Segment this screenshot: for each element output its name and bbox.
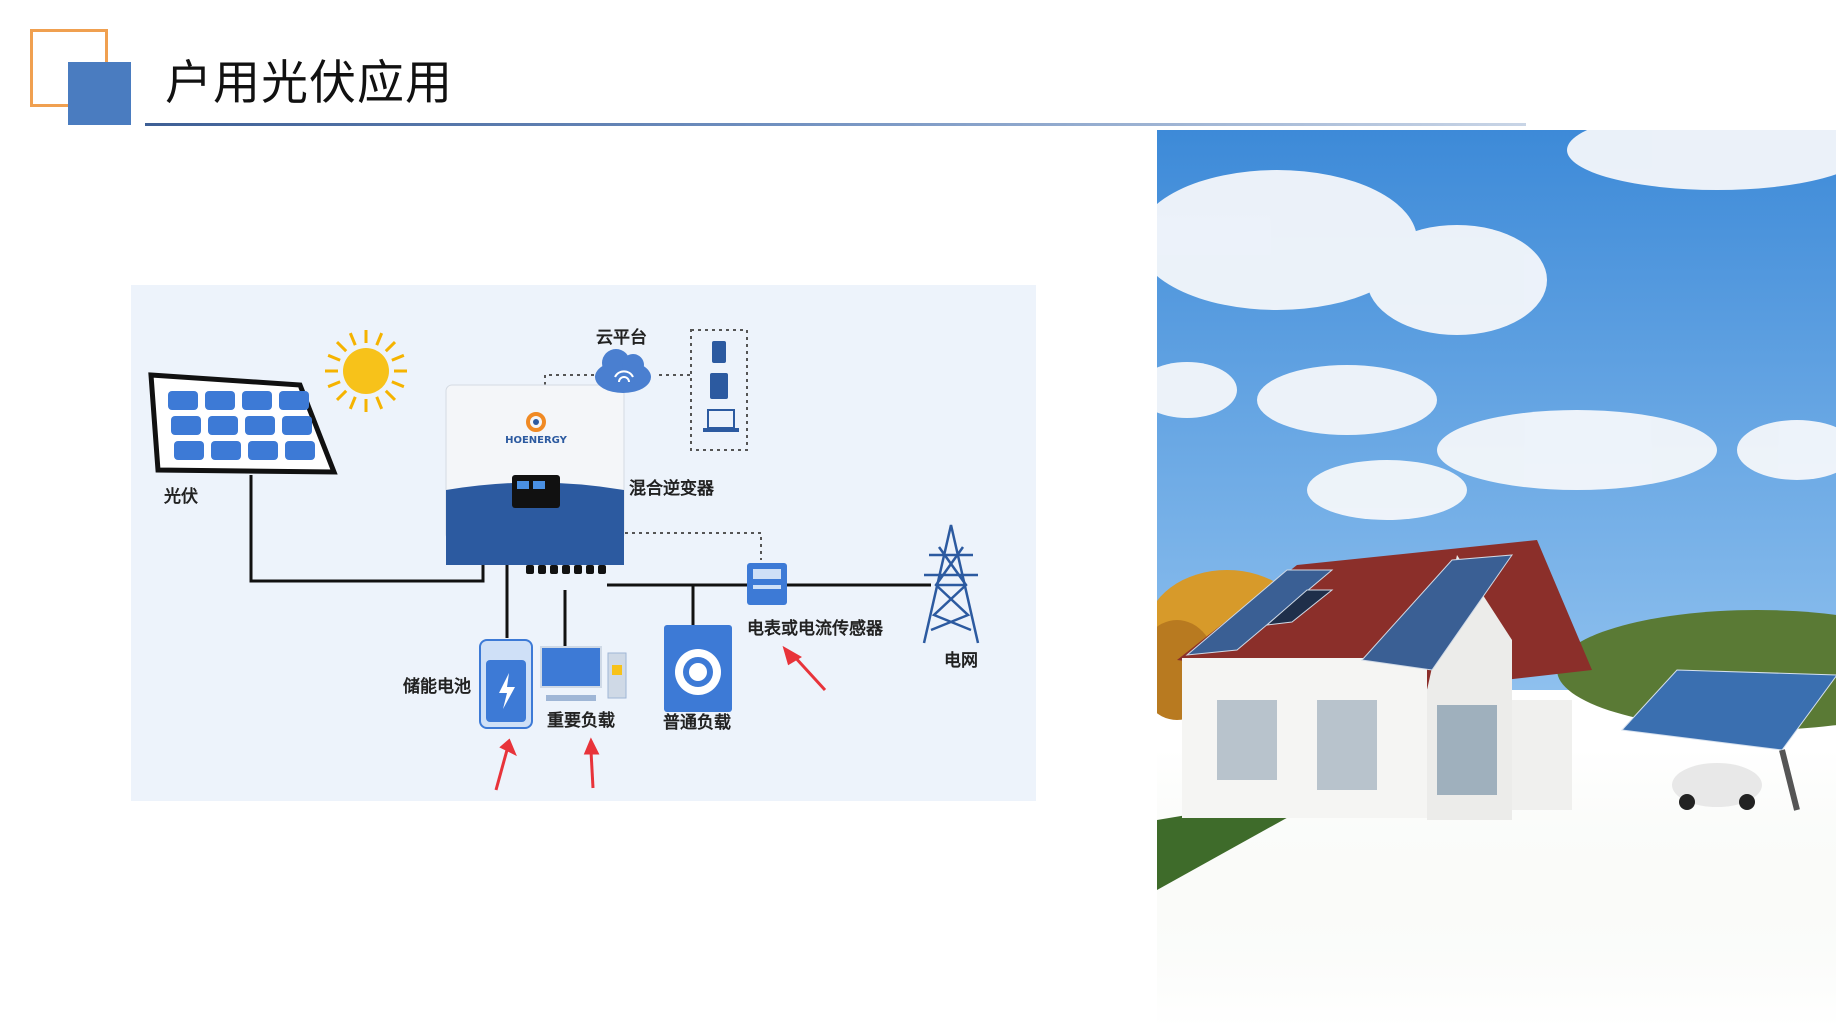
data-links (544, 329, 762, 560)
solar-cell (245, 416, 275, 435)
wiring (249, 475, 931, 650)
inverter-port (550, 565, 558, 574)
carport-solar-panels (1620, 669, 1836, 811)
solar-cell (285, 441, 315, 460)
meter-icon (747, 563, 787, 605)
solar-cell (208, 416, 238, 435)
solar-cell (205, 391, 235, 410)
solar-cell (282, 416, 312, 435)
pylon-icon (922, 524, 980, 644)
sun-ray (375, 332, 384, 346)
sun-ray (384, 389, 397, 402)
solar-cell (242, 391, 272, 410)
inverter-port (538, 565, 546, 574)
sun-ray (391, 380, 405, 389)
inverter-port (562, 565, 570, 574)
title-deco-square (68, 62, 131, 125)
solar-cell (171, 416, 201, 435)
clouds (1157, 130, 1836, 520)
laptop-icon (703, 409, 739, 432)
inverter-port (586, 565, 594, 574)
cloud-label: 云平台 (596, 327, 647, 348)
grid-label: 电网 (944, 650, 978, 671)
sun-ray (348, 396, 357, 410)
solar-cell (174, 441, 204, 460)
pv-label: 光伏 (163, 486, 198, 507)
solar-cell (168, 391, 198, 410)
inverter-icon: HOENERGY (445, 384, 625, 574)
highlight-arrows (494, 645, 827, 791)
phone-icon (712, 341, 726, 363)
solar-panel-icon (148, 372, 338, 475)
brand-label: HOENERGY (505, 435, 568, 446)
roof-solar-panels (1185, 554, 1514, 671)
battery-label: 储能电池 (403, 676, 471, 697)
sun-ray (375, 396, 384, 410)
solar-cell (248, 441, 278, 460)
sun-ray (384, 340, 397, 353)
sun-ray (335, 389, 348, 402)
sun-ray (335, 340, 348, 353)
electric-car (1672, 763, 1762, 810)
sun-ray (391, 353, 405, 362)
tablet-icon (710, 373, 728, 399)
cloud-wifi-icon (595, 349, 651, 393)
title-underline (145, 123, 1526, 126)
pv-system-diagram: 光伏 HOENERGY 混合逆变器 云平台 电表或电流传感器 (131, 285, 1036, 801)
inverter-port (598, 565, 606, 574)
sun-ray (327, 380, 341, 389)
sun-ray (327, 353, 341, 362)
battery-icon (479, 639, 533, 729)
house-solar-photo (1157, 130, 1836, 1027)
computer-icon (540, 646, 627, 701)
meter-label: 电表或电流传感器 (747, 618, 884, 639)
inverter-label: 混合逆变器 (629, 478, 715, 499)
important-load-label: 重要负载 (547, 710, 615, 731)
inverter-port (574, 565, 582, 574)
sun-ray (348, 332, 357, 346)
page-title: 户用光伏应用 (165, 56, 453, 111)
inverter-port (526, 565, 534, 574)
solar-cell (279, 391, 309, 410)
washing-machine-icon (664, 625, 732, 712)
sun-icon (325, 330, 407, 412)
normal-load-label: 普通负载 (663, 712, 731, 733)
solar-cell (211, 441, 241, 460)
